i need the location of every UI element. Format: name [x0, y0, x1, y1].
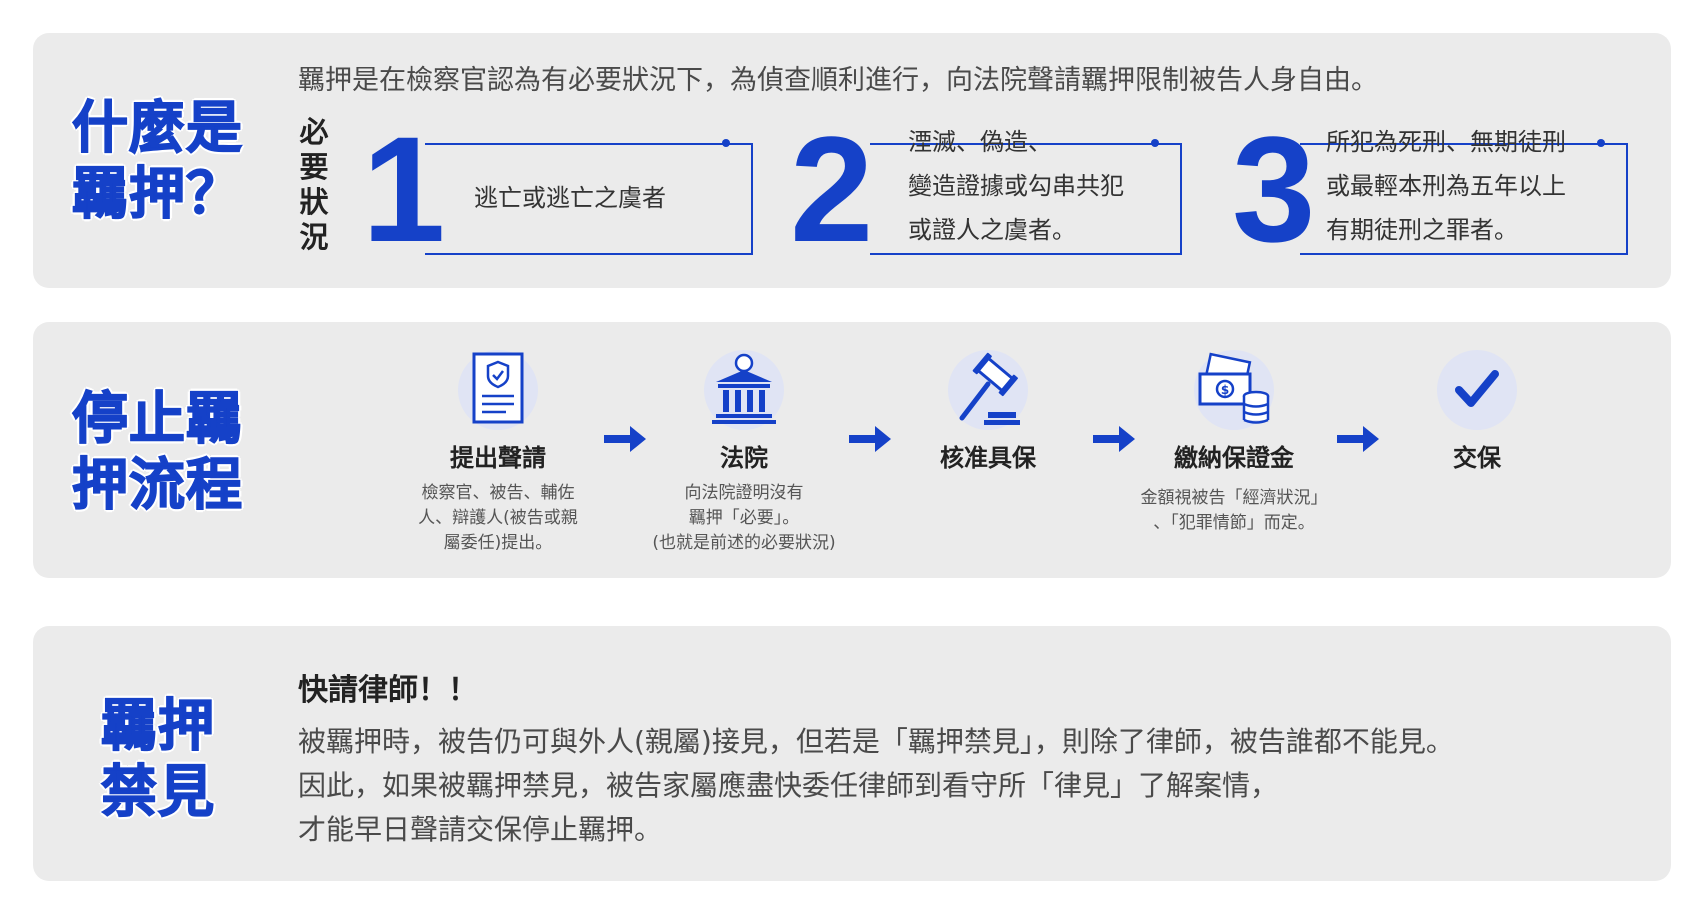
- condition-1-text: 逃亡或逃亡之虞者: [474, 184, 666, 212]
- detention-definition: 羈押是在檢察官認為有必要狀況下，為偵查順利進行，向法院聲請羈押限制被告人身自由。: [298, 65, 1378, 96]
- step-title: 繳納保證金: [1174, 444, 1294, 472]
- step-title: 法院: [720, 444, 768, 472]
- condition-3-bracket: [1300, 143, 1628, 255]
- document-shield-icon: [472, 352, 524, 424]
- incommunicado-detention-panel: [33, 626, 1671, 881]
- condition-1-bracket: [425, 143, 753, 255]
- condition-2-number: 2: [790, 105, 873, 273]
- incommunicado-detention-heading: 羈押 禁見: [100, 693, 215, 826]
- condition-3-number: 3: [1232, 105, 1315, 273]
- release-process-panel: [33, 322, 1671, 578]
- incommunicado-line-3: 才能早日聲請交保停止羈押。: [298, 813, 663, 846]
- incommunicado-line-1: 被羈押時，被告仍可與外人(親屬)接見，但若是「羈押禁見」，則除了律師，被告誰都不…: [298, 725, 1454, 758]
- gavel-icon: [959, 352, 1020, 425]
- condition-3-dot: [1597, 139, 1605, 147]
- what-is-detention-panel: [33, 33, 1671, 288]
- step-description: 金額視被告「經濟狀況」 、「犯罪情節」而定。: [1140, 488, 1328, 533]
- arrow-right-icon: [847, 424, 893, 454]
- step-title: 交保: [1453, 444, 1501, 472]
- step-title: 核准具保: [940, 444, 1036, 472]
- condition-1-number: 1: [362, 105, 445, 273]
- svg-text:$: $: [1221, 383, 1229, 397]
- incommunicado-line-2: 因此，如果被羈押禁見，被告家屬應盡快委任律師到看守所「律見」了解案情，: [298, 769, 1279, 802]
- arrow-right-icon: [602, 424, 648, 454]
- condition-2-text: 湮滅、偽造、 變造證據或勾串共犯 或證人之虞者。: [908, 128, 1124, 244]
- checkmark-icon: [1455, 370, 1499, 407]
- condition-3-text: 所犯為死刑、無期徒刑 或最輕本刑為五年以上 有期徒刑之罪者。: [1326, 128, 1566, 244]
- courthouse-icon: [712, 353, 776, 424]
- release-process-heading: 停止羈 押流程: [71, 386, 243, 519]
- arrow-right-icon: [1091, 424, 1137, 454]
- what-is-detention-heading: 什麼是 羈押？: [71, 95, 243, 228]
- condition-1-dot: [722, 139, 730, 147]
- arrow-right-icon: [1335, 424, 1381, 454]
- hire-lawyer-title: 快請律師！！: [298, 673, 478, 708]
- step-description: 向法院證明沒有 羈押「必要」。 (也就是前述的必要狀況): [652, 483, 836, 553]
- necessary-conditions-label: 必 要 狀 況: [299, 115, 329, 254]
- step-description: 檢察官、被告、輔佐 人、辯護人(被告或親 屬委任)提出。: [418, 483, 578, 553]
- cash-coins-icon: $: [1198, 352, 1270, 424]
- condition-2-bracket: [870, 143, 1182, 255]
- condition-2-dot: [1151, 139, 1159, 147]
- step-title: 提出聲請: [450, 444, 546, 472]
